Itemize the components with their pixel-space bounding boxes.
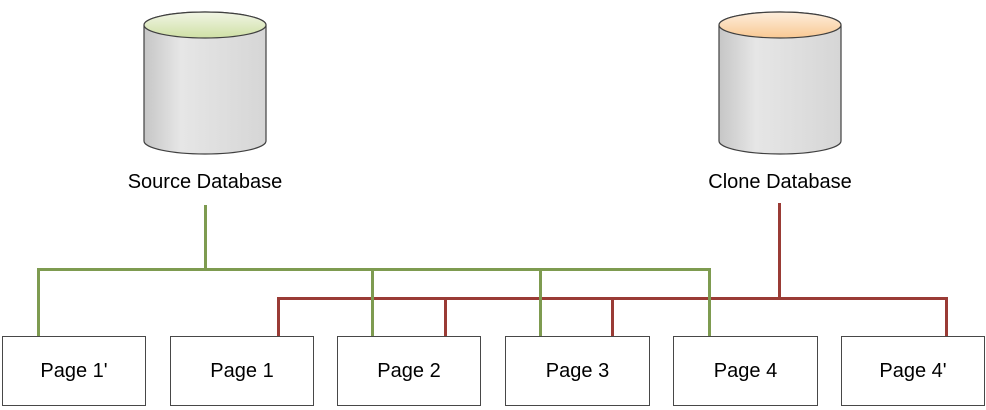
source-drop-line-page3 [539,268,542,337]
page-label: Page 3 [545,359,610,382]
cylinder-shape [143,11,267,155]
page-box-3: Page 3 [505,336,650,406]
page-label: Page 4' [879,359,947,382]
source-drop-line-page1p [37,268,40,337]
page-label: Page 1 [210,359,274,382]
clone-database-label: Clone Database [708,171,852,193]
page-label: Page 4 [713,359,778,382]
page-box-1: Page 1 [170,336,314,406]
clone-drop-line-page3 [611,297,614,337]
clone-drop-line-page1 [277,297,280,337]
page-box-2: Page 2 [337,336,481,406]
page-box-1p: Page 1' [2,336,146,406]
clone-drop-line-page2 [444,297,447,337]
page-box-4p: Page 4' [841,336,985,406]
source-database-label: Source Database [127,171,283,193]
source-drop-line-page2 [371,268,374,337]
page-label: Page 2 [377,359,441,382]
page-label: Page 1' [40,359,108,382]
clone-database-cylinder-icon [718,5,842,155]
clone-drop-line-page4p [945,297,948,337]
clone-trunk-line [778,203,781,300]
source-drop-line-page4 [708,268,711,337]
page-box-4: Page 4 [673,336,818,406]
source-database-cylinder-icon [143,5,267,155]
source-trunk-line [204,205,207,271]
source-bus-line [37,268,711,271]
cylinder-shape [718,11,842,155]
